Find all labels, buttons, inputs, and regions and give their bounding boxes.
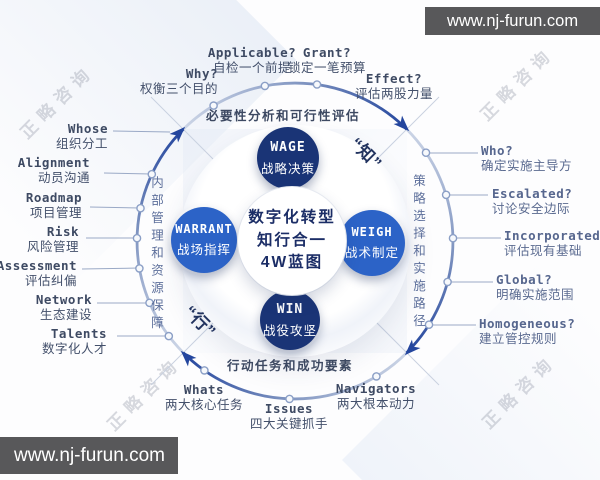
hub-circle-wage: WAGE 战略决策 xyxy=(257,127,319,189)
ring-label-incorporated: Incorporated? 评估现有基础 xyxy=(504,228,600,259)
hub-en-label: WARRANT xyxy=(175,222,233,236)
caption-left-vertical: 内部管理和资源保障 xyxy=(149,176,163,334)
ring-label-zh: 锁定一笔预算 xyxy=(287,61,366,75)
ring-label-grant: Grant? 锁定一笔预算 xyxy=(277,45,377,76)
ring-label-whose: Whose 组织分工 xyxy=(0,121,108,152)
ring-label-zh: 讨论安全边际 xyxy=(492,202,571,216)
ring-label-zh: 评估纠偏 xyxy=(24,274,77,288)
hub-en-label: WAGE xyxy=(270,139,306,155)
ring-label-en: Roadmap xyxy=(25,190,82,205)
ring-label-en: Escalated? xyxy=(492,186,573,201)
ring-label-zh: 数字化人才 xyxy=(41,342,107,356)
ring-label-talents: Talents 数字化人才 xyxy=(0,326,107,357)
hub-en-label: WEIGH xyxy=(351,225,393,239)
title-line3: 4W蓝图 xyxy=(260,254,324,272)
center-title-circle: 数字化转型 知行合一 4W蓝图 xyxy=(238,187,346,295)
caption-right-vertical: 策略选择和实施路径 xyxy=(411,174,425,332)
ring-label-zh: 建立管控规则 xyxy=(479,332,558,346)
ring-label-roadmap: Roadmap 项目管理 xyxy=(0,190,82,221)
ring-label-zh: 两大核心任务 xyxy=(164,398,243,412)
title-line2: 知行合一 xyxy=(256,231,327,249)
flow-arrowheads xyxy=(169,115,421,367)
ring-label-zh: 动员沟通 xyxy=(37,171,90,185)
ring-label-zh: 四大关键抓手 xyxy=(249,417,328,431)
ring-label-en: Global? xyxy=(496,272,553,287)
ring-label-en: Applicable? xyxy=(207,45,297,60)
ring-label-navigators: Navigators 两大根本动力 xyxy=(326,381,426,412)
ring-label-escalated: Escalated? 讨论安全边际 xyxy=(492,186,572,217)
ring-label-network: Network 生态建设 xyxy=(0,292,92,323)
hub-circle-win: WIN 战役攻坚 xyxy=(260,290,320,350)
title-line1: 数字化转型 xyxy=(248,209,336,227)
ring-label-assessment: Assessment 评估纠偏 xyxy=(0,258,77,289)
ring-label-en: Grant? xyxy=(302,45,352,60)
ring-label-zh: 自检一个前提 xyxy=(212,61,291,75)
ring-label-zh: 两大根本动力 xyxy=(336,397,415,411)
ring-label-alignment: Alignment 动员沟通 xyxy=(0,155,90,186)
hub-circle-weigh: WEIGH 战术制定 xyxy=(339,210,405,276)
ring-label-en: Homogeneous? xyxy=(479,316,576,331)
hub-circle-warrant: WARRANT 战场指挥 xyxy=(171,207,237,273)
ring-nodes xyxy=(132,80,458,404)
ring-label-zh: 权衡三个目的 xyxy=(139,82,218,96)
hub-zh-label: 战术制定 xyxy=(344,246,399,260)
ring-label-zh: 确定实施主导方 xyxy=(481,159,573,173)
ring-label-en: Navigators xyxy=(335,381,417,396)
site-watermark-bottom: www.nj-furun.com xyxy=(0,437,178,474)
ring-label-zh: 项目管理 xyxy=(29,206,82,220)
ring-label-en: Issues xyxy=(264,401,314,416)
ring-label-zh: 评估现有基础 xyxy=(504,244,583,258)
ring-label-who: Who? 确定实施主导方 xyxy=(481,143,572,174)
ring-label-homogeneous: Homogeneous? 建立管控规则 xyxy=(479,316,575,347)
site-watermark-top: www.nj-furun.com xyxy=(425,7,600,35)
hub-en-label: WIN xyxy=(276,301,304,317)
caption-bottom: 行动任务和成功要素 xyxy=(227,359,354,373)
ring-label-zh: 生态建设 xyxy=(39,308,92,322)
label-connectors xyxy=(81,130,501,337)
ring-label-whats: Whats 两大核心任务 xyxy=(154,382,254,413)
ring-label-applicable: Applicable? 自检一个前提 xyxy=(192,45,312,76)
ring-label-en: Assessment xyxy=(0,258,77,273)
ring-label-en: Effect? xyxy=(365,71,423,86)
ring-label-en: Why? xyxy=(185,66,218,81)
ring-label-en: Who? xyxy=(481,143,514,158)
caption-top: 必要性分析和可行性评估 xyxy=(206,109,361,123)
ring-label-en: Whats xyxy=(183,382,225,397)
ring-label-en: Incorporated? xyxy=(504,228,600,243)
ring-label-zh: 风险管理 xyxy=(26,240,79,254)
hub-zh-label: 战场指挥 xyxy=(176,243,231,257)
ring-label-risk: Risk 风险管理 xyxy=(0,224,79,255)
ring-label-en: Network xyxy=(35,292,92,307)
hub-zh-label: 战役攻坚 xyxy=(262,323,317,338)
ring-label-en: Whose xyxy=(67,121,108,136)
ring-label-zh: 组织分工 xyxy=(55,137,108,151)
ring-label-zh: 评估两股力量 xyxy=(354,87,433,101)
ring-label-en: Risk xyxy=(46,224,79,239)
ring-label-zh: 明确实施范围 xyxy=(496,288,575,302)
ring-label-issues: Issues 四大关键抓手 xyxy=(239,401,339,432)
hub-zh-label: 战略决策 xyxy=(260,161,315,176)
ring-label-global: Global? 明确实施范围 xyxy=(496,272,574,303)
ring-label-en: Talents xyxy=(50,326,107,341)
ring-label-effect: Effect? 评估两股力量 xyxy=(342,71,446,102)
ring-label-en: Alignment xyxy=(17,155,90,170)
ring-label-why: Why? 权衡三个目的 xyxy=(118,66,218,97)
